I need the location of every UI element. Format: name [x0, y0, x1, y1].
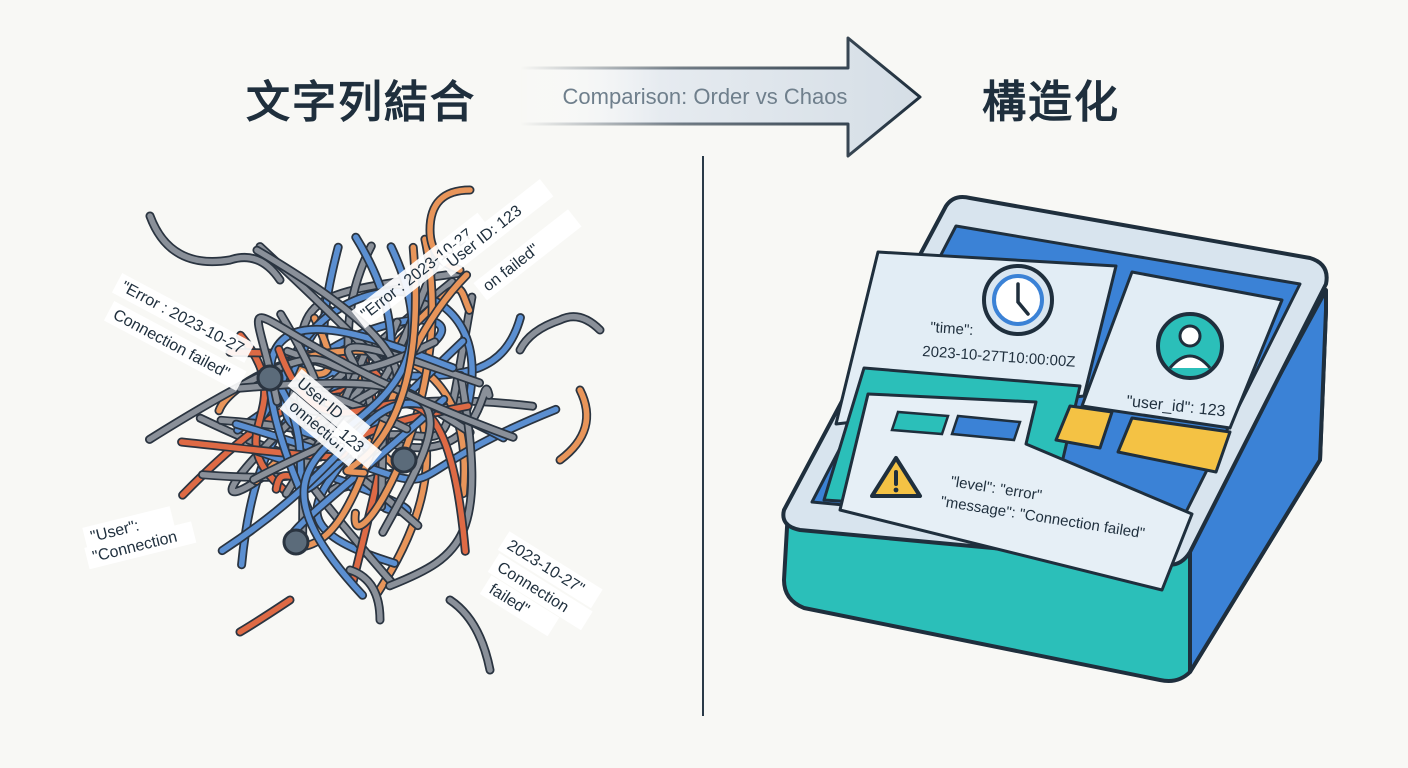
time-label: "time":: [930, 319, 974, 339]
structured-tray-illustration: "time": 2023-10-27T10:00:00Z "user_id": …: [781, 195, 1329, 683]
knot: [390, 446, 418, 474]
text-strip-paper: [82, 506, 175, 550]
divider-line: [702, 156, 704, 716]
strand-end: [517, 313, 603, 353]
text-strip-paper: [479, 575, 560, 637]
warning-icon: [870, 456, 922, 498]
text-strip-paper: [329, 419, 382, 469]
left-heading: 文字列結合: [246, 77, 476, 128]
yellow-block-small: [1054, 404, 1114, 450]
text-strip-paper: [437, 179, 554, 277]
text-strip-label: on failed": [480, 241, 543, 295]
strand-end: [557, 387, 590, 463]
text-strip-paper: [103, 301, 247, 391]
strand-end: [347, 567, 383, 623]
text-strip-paper: [487, 553, 593, 631]
text-strip-paper: [279, 391, 363, 467]
text-strip-paper: [84, 521, 197, 570]
strand-end: [237, 597, 293, 635]
comparison-arrow: [518, 36, 922, 158]
strand-end-outline: [445, 595, 495, 675]
message-card: [838, 392, 1194, 592]
text-strip-paper: [111, 273, 255, 363]
strand: [255, 315, 516, 440]
text-strip-paper: [497, 531, 603, 609]
yellow-block-large: [1116, 416, 1232, 474]
text-strip-paper: [473, 209, 582, 301]
blue-bar: [950, 414, 1022, 442]
user-icon: [1156, 312, 1224, 380]
strand-end: [147, 213, 283, 283]
text-strip-paper: [287, 368, 371, 444]
knot: [282, 528, 310, 556]
teal-bar: [890, 410, 950, 436]
arrow-label: Comparison: Order vs Chaos: [562, 84, 848, 109]
right-heading: 構造化: [982, 77, 1120, 128]
text-strip-paper: [351, 212, 492, 329]
clock-icon: [982, 264, 1054, 336]
strand-end: [447, 597, 493, 673]
knot: [256, 364, 284, 392]
